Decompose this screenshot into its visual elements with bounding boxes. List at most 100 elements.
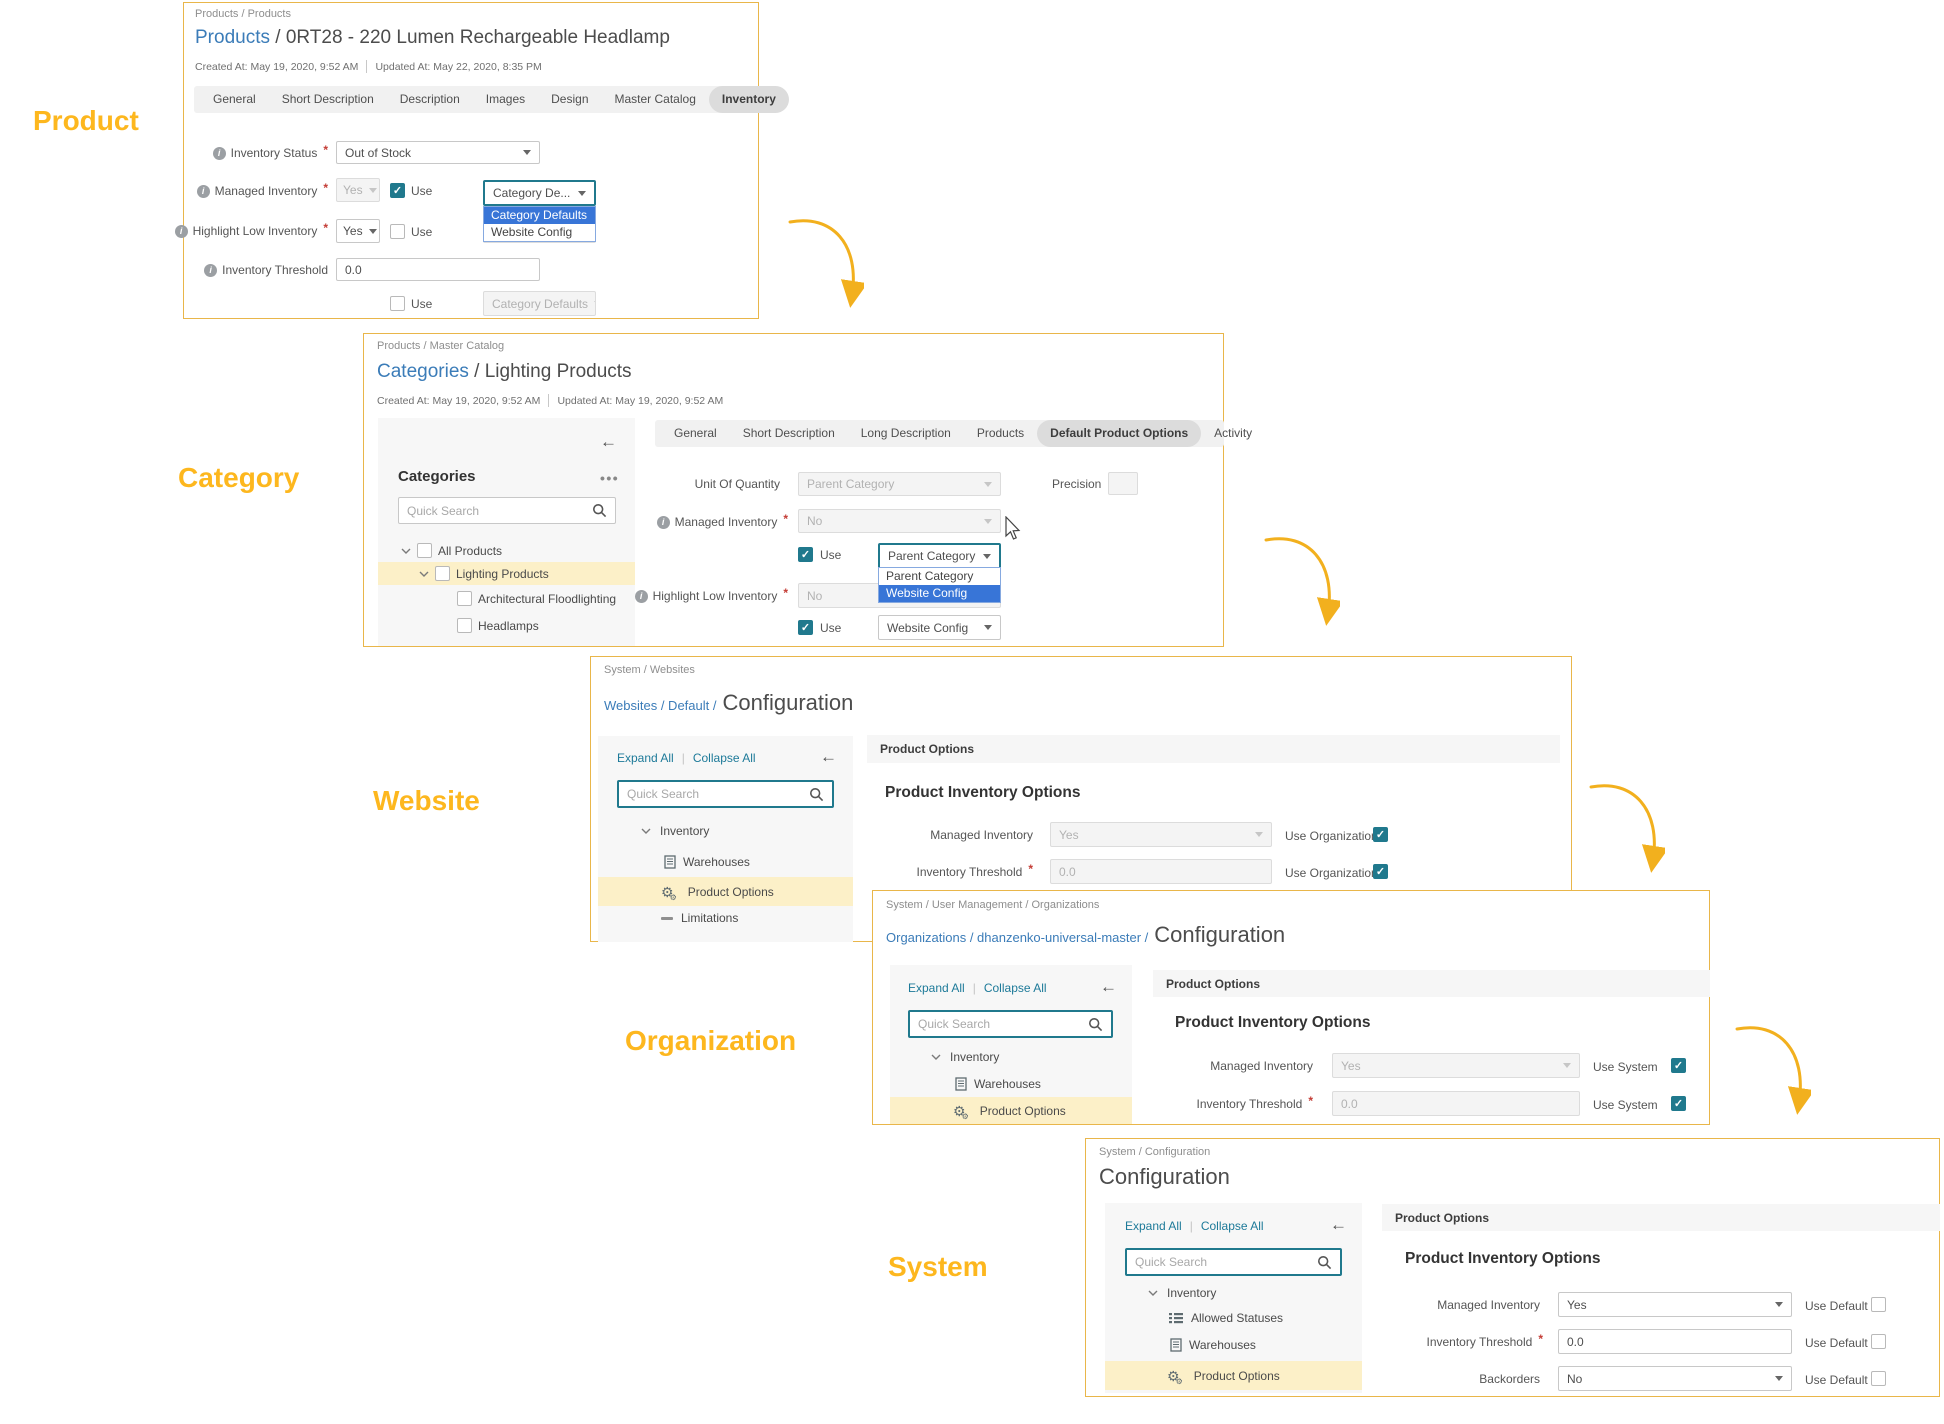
use-system-checkbox[interactable]: ✓ <box>1671 1096 1686 1111</box>
product-level-label: Product <box>33 105 139 136</box>
expand-all-link[interactable]: Expand All <box>617 751 674 765</box>
managed-fallback-select[interactable]: Category De... <box>483 180 596 206</box>
backorders-select[interactable]: No <box>1558 1366 1792 1391</box>
collapse-all-link[interactable]: Collapse All <box>1200 1219 1264 1233</box>
dropdown-option-website-config[interactable]: Website Config <box>491 225 573 239</box>
websites-default-links[interactable]: Websites / Default / <box>604 698 717 713</box>
list-icon <box>1169 1313 1183 1324</box>
info-icon: i <box>656 515 670 529</box>
tab-short-description[interactable]: Short Description <box>742 426 835 440</box>
tab-products[interactable]: Products <box>976 426 1025 440</box>
tab-description[interactable]: Description <box>399 92 460 106</box>
breadcrumb[interactable]: System / User Management / Organizations <box>886 899 1100 911</box>
threshold-use-checkbox[interactable] <box>390 296 405 311</box>
tab-design[interactable]: Design <box>551 92 589 106</box>
managed-inventory-select: Yes <box>1332 1053 1580 1078</box>
dropdown-option-parent-category[interactable]: Parent Category <box>886 569 974 583</box>
tab-images[interactable]: Images <box>485 92 526 106</box>
system-level-label: System <box>888 1251 988 1282</box>
category-quick-search-input[interactable]: Quick Search <box>398 497 616 524</box>
managed-inventory-label: i Managed Inventory* <box>640 512 788 529</box>
tree-checkbox[interactable] <box>457 618 472 633</box>
tree-item-all-products[interactable]: All Products <box>401 543 502 558</box>
tab-inventory[interactable]: Inventory <box>708 86 789 113</box>
highlight-fallback-select[interactable]: Website Config <box>878 615 1001 640</box>
tree-item-headlamps[interactable]: Headlamps <box>457 618 539 633</box>
organizations-links[interactable]: Organizations / dhanzenko-universal-mast… <box>886 930 1149 945</box>
product-tabbar: General Short Description Description Im… <box>194 86 789 113</box>
tab-default-product-options[interactable]: Default Product Options <box>1037 420 1202 447</box>
managed-inventory-select[interactable]: Yes <box>1558 1292 1792 1317</box>
managed-fallback-select[interactable]: Parent Category <box>878 543 1001 569</box>
inventory-threshold-input[interactable]: 0.0 <box>1558 1329 1792 1354</box>
tab-long-description[interactable]: Long Description <box>860 426 951 440</box>
collapse-all-link[interactable]: Collapse All <box>692 751 756 765</box>
nav-item-allowed-statuses[interactable]: Allowed Statuses <box>1169 1311 1283 1325</box>
use-default-checkbox[interactable] <box>1871 1334 1886 1349</box>
nav-item-inventory[interactable]: Inventory <box>1148 1286 1216 1300</box>
collapse-sidebar-icon[interactable]: ← <box>820 747 837 766</box>
tab-activity[interactable]: Activity <box>1214 426 1253 440</box>
product-inventory-options-heading: Product Inventory Options <box>885 784 1081 801</box>
breadcrumb[interactable]: System / Configuration <box>1099 1146 1211 1158</box>
tree-checkbox[interactable] <box>457 591 472 606</box>
tab-general[interactable]: General <box>213 92 256 106</box>
collapse-sidebar-icon[interactable]: ← <box>1330 1215 1347 1234</box>
managed-inventory-label: Managed Inventory <box>930 828 1033 842</box>
quick-search-input[interactable]: Quick Search <box>617 780 834 808</box>
nav-item-product-options[interactable]: ⚙⚙ Product Options <box>1167 1368 1280 1386</box>
nav-item-product-options[interactable]: ⚙⚙ Product Options <box>661 884 774 902</box>
managed-use-checkbox[interactable]: ✓ <box>390 183 405 198</box>
more-actions-icon[interactable]: ••• <box>600 470 620 486</box>
nav-item-limitations[interactable]: Limitations <box>661 911 738 925</box>
chevron-down-icon <box>978 518 992 524</box>
quick-search-input[interactable]: Quick Search <box>908 1010 1113 1038</box>
tab-general[interactable]: General <box>674 426 717 440</box>
category-title-text: / Lighting Products <box>474 361 632 382</box>
breadcrumb[interactable]: Products / Products <box>195 8 291 20</box>
use-organization-checkbox[interactable]: ✓ <box>1373 827 1388 842</box>
breadcrumb[interactable]: System / Websites <box>604 664 695 676</box>
inventory-status-select[interactable]: Out of Stock <box>336 141 540 164</box>
search-icon <box>1317 1255 1332 1270</box>
dropdown-option-category-defaults[interactable]: Category Defaults <box>484 207 595 224</box>
tab-master-catalog[interactable]: Master Catalog <box>614 92 696 106</box>
tree-item-lighting-products[interactable]: Lighting Products <box>419 566 549 581</box>
use-default-checkbox[interactable] <box>1871 1371 1886 1386</box>
collapse-sidebar-icon[interactable]: ← <box>600 432 617 451</box>
nav-item-product-options[interactable]: ⚙⚙ Product Options <box>953 1103 1066 1121</box>
highlight-use-checkbox[interactable] <box>390 224 405 239</box>
managed-use-checkbox[interactable]: ✓ <box>798 547 813 562</box>
categories-link[interactable]: Categories <box>377 361 469 382</box>
gears-icon: ⚙⚙ <box>1167 1368 1183 1386</box>
collapse-all-link[interactable]: Collapse All <box>983 981 1047 995</box>
warehouse-icon <box>1170 1338 1182 1352</box>
expand-all-link[interactable]: Expand All <box>1125 1219 1182 1233</box>
tree-checkbox[interactable] <box>435 566 450 581</box>
tree-checkbox[interactable] <box>417 543 432 558</box>
mouse-cursor <box>1005 516 1021 540</box>
highlight-use-checkbox[interactable]: ✓ <box>798 620 813 635</box>
nav-item-warehouses[interactable]: Warehouses <box>664 855 750 869</box>
quick-search-input[interactable]: Quick Search <box>1125 1248 1342 1276</box>
tab-short-description[interactable]: Short Description <box>281 92 374 106</box>
nav-item-warehouses[interactable]: Warehouses <box>1170 1338 1256 1352</box>
inventory-threshold-input[interactable]: 0.0 <box>336 258 540 281</box>
dropdown-option-website-config[interactable]: Website Config <box>879 585 1000 602</box>
collapse-sidebar-icon[interactable]: ← <box>1100 977 1117 996</box>
highlight-select[interactable]: Yes <box>336 219 380 243</box>
use-organization-checkbox[interactable]: ✓ <box>1373 864 1388 879</box>
tree-item-architectural-floodlighting[interactable]: Architectural Floodlighting <box>457 591 616 606</box>
products-link[interactable]: Products <box>195 27 270 48</box>
nav-item-warehouses[interactable]: Warehouses <box>955 1077 1041 1091</box>
nav-item-inventory[interactable]: Inventory <box>641 824 709 838</box>
use-organization-label: Use Organization <box>1285 829 1378 843</box>
page-title: Organizations / dhanzenko-universal-mast… <box>886 922 1285 948</box>
use-system-checkbox[interactable]: ✓ <box>1671 1058 1686 1073</box>
use-system-label: Use System <box>1593 1098 1658 1112</box>
breadcrumb[interactable]: Products / Master Catalog <box>377 340 505 352</box>
use-default-checkbox[interactable] <box>1871 1297 1886 1312</box>
info-icon: i <box>174 224 188 238</box>
nav-item-inventory[interactable]: Inventory <box>931 1050 999 1064</box>
expand-all-link[interactable]: Expand All <box>908 981 965 995</box>
